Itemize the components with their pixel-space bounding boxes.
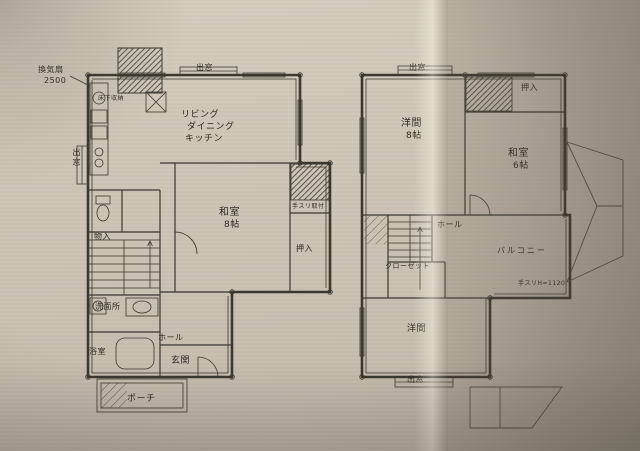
label-2f-closet: クローゼット	[385, 262, 430, 270]
label-2f-washitsu-size: 6帖	[513, 161, 529, 171]
label-balcony-handrail: 手スリH=1120	[518, 280, 566, 287]
label-2f-oshiire: 押入	[521, 83, 538, 92]
bathtub-icon	[115, 337, 155, 370]
bay-window-2f-top	[397, 65, 453, 76]
post-marks-2f	[359, 72, 568, 380]
floor-1-plan	[69, 47, 333, 413]
label-bathroom: 浴室	[89, 347, 106, 356]
label-2f-bay-top: 出窓	[409, 63, 426, 72]
underfloor-storage-icon	[145, 91, 167, 113]
label-1f-bay-top: 出窓	[196, 63, 213, 72]
label-vent-fan-value: 2500	[44, 76, 67, 85]
tokonoma-hatch	[290, 163, 330, 201]
bay-window-2f-bottom	[394, 376, 454, 388]
staircase-1f	[88, 239, 160, 295]
bay-window-1f-top	[179, 66, 238, 76]
label-1f-oshiire: 押入	[296, 244, 313, 253]
label-1f-hall: ホール	[158, 333, 184, 342]
toilet-icon	[95, 195, 111, 222]
windows-2f	[359, 72, 568, 357]
door-arc-2f	[469, 194, 491, 216]
bay-window-1f-left	[76, 145, 89, 185]
label-porch: ポーチ	[127, 394, 156, 404]
exterior-stair-hatch	[117, 47, 163, 94]
label-vent-fan: 換気扇	[38, 65, 64, 74]
label-underfloor: 床下収納	[98, 95, 125, 102]
washroom-fixtures-icon	[89, 297, 159, 317]
vent-fan-leader-line	[69, 75, 91, 87]
label-1f-washitsu-size: 8帖	[224, 220, 240, 230]
staircase-2f	[388, 215, 432, 290]
label-2f-washitsu: 和室	[508, 148, 529, 159]
label-washroom: 洗面所	[95, 302, 121, 311]
label-1f-storage: 物入	[94, 232, 111, 241]
label-2f-western-room-lower: 洋間	[407, 324, 427, 334]
balcony-railing	[494, 219, 567, 295]
floor-2-plan	[359, 65, 572, 388]
windows-1f	[119, 72, 303, 146]
label-1f-bay-left: 出窓	[72, 148, 81, 168]
label-entrance: 玄関	[171, 356, 191, 366]
label-2f-western-room: 洋間	[401, 118, 422, 129]
entrance-door-arc	[197, 356, 219, 378]
label-2f-hall: ホール	[437, 220, 463, 229]
label-ldk-living: リビング	[181, 110, 220, 120]
post-marks-1f	[85, 72, 333, 380]
porch-outline	[96, 378, 188, 413]
label-ldk-kitchen: キッチン	[185, 134, 224, 144]
label-2f-western-room-size: 8帖	[406, 131, 422, 141]
kitchen-counter-icon	[89, 82, 109, 176]
closet-hatch-2f	[465, 76, 513, 112]
label-balcony: バルコニー	[497, 246, 547, 255]
label-1f-handrail-note: 手スリ取付	[292, 203, 325, 210]
label-1f-washitsu: 和室	[219, 207, 240, 218]
label-2f-bay-bottom: 出窓	[407, 375, 424, 384]
label-ldk-dining: ダイニング	[187, 122, 235, 132]
stair-void-hatch	[364, 216, 387, 244]
roof-outlines	[469, 141, 624, 429]
washitsu-door-arc	[174, 231, 198, 255]
